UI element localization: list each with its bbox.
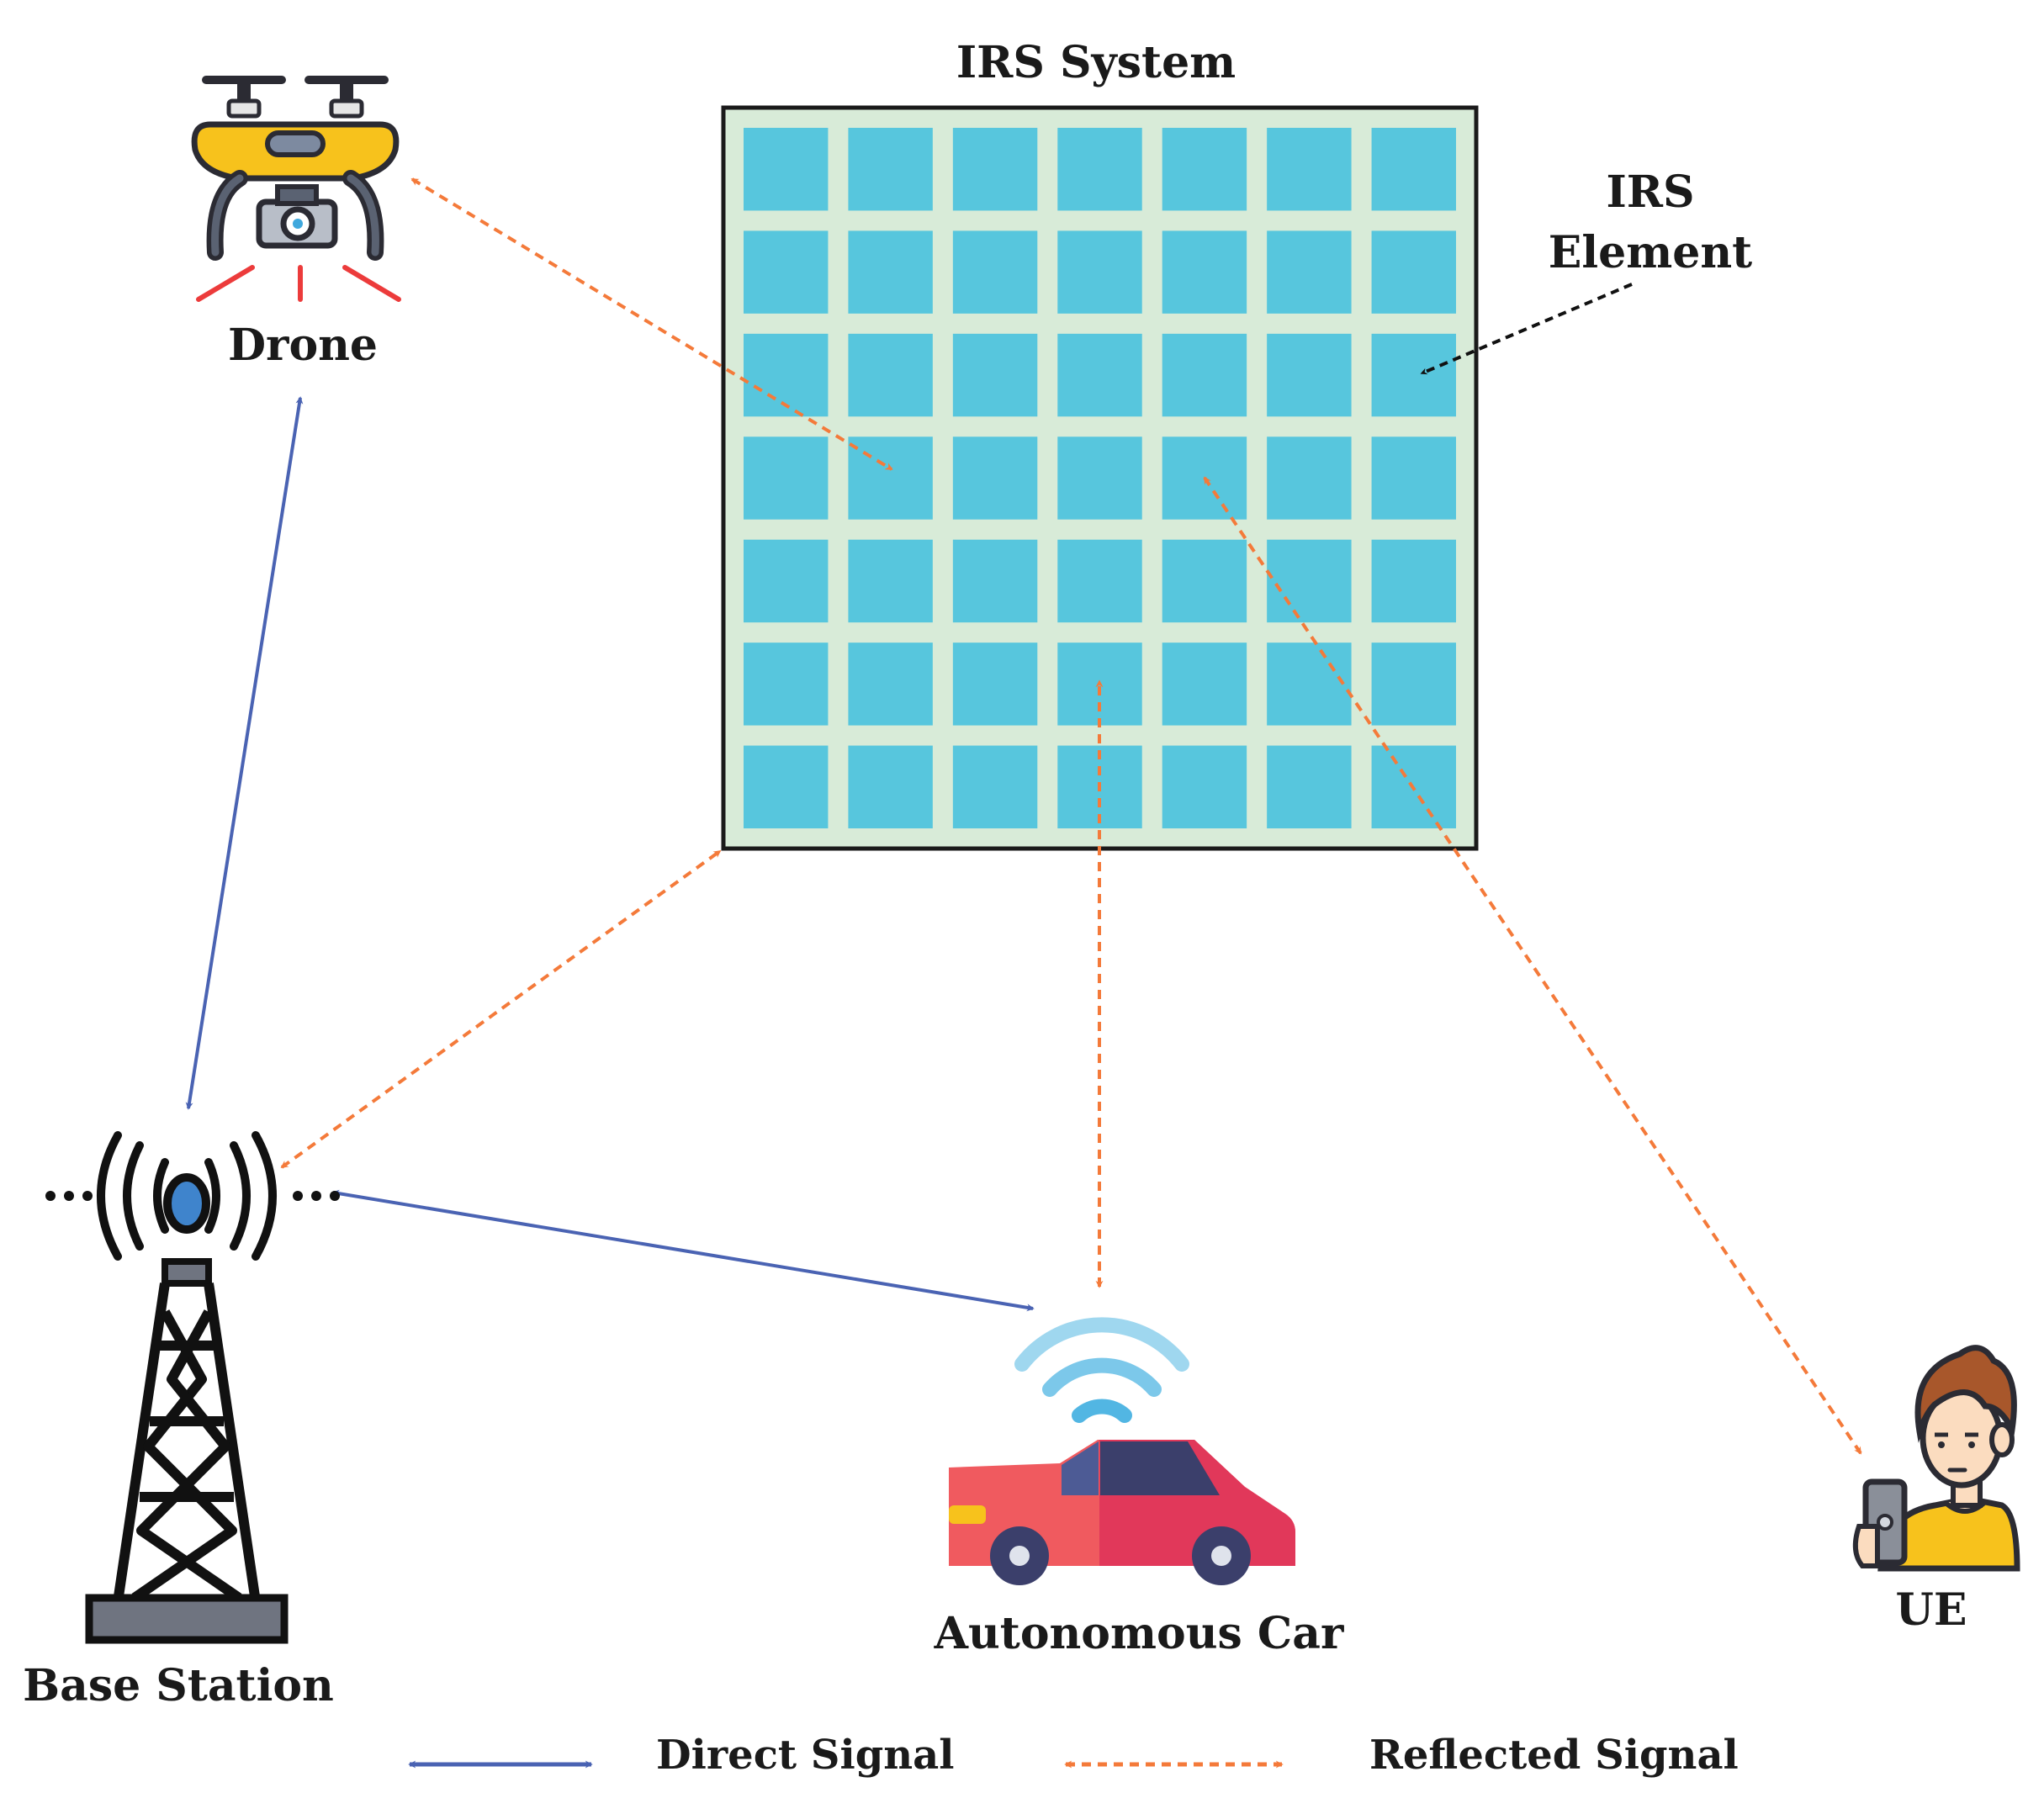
irs-element-cell xyxy=(952,643,1038,726)
irs-element-cell xyxy=(1162,230,1247,314)
autonomous-car-icon xyxy=(949,1317,1295,1585)
irs-system-title: IRS System xyxy=(956,37,1236,88)
irs-element-label-line2: Element xyxy=(1549,227,1752,278)
irs-element-pointer-arrow xyxy=(1420,283,1633,375)
irs-element-cell xyxy=(952,539,1038,623)
irs-element-cell xyxy=(1162,643,1247,726)
irs-element-cell xyxy=(744,643,829,726)
irs-element-label-line1: IRS xyxy=(1606,167,1694,218)
irs-element-cell xyxy=(744,745,829,828)
legend-reflected-signal-label: Reflected Signal xyxy=(1369,1732,1739,1779)
irs-element-cell xyxy=(1371,539,1456,623)
irs-element-cell xyxy=(1371,230,1456,314)
irs-element-cell xyxy=(848,128,933,211)
irs-element-cell xyxy=(952,436,1038,520)
base-station-tower-icon xyxy=(45,1131,340,1644)
irs-element-cell xyxy=(1371,333,1456,417)
irs-element-cell xyxy=(1267,230,1352,314)
reflected-signal-drone-irs xyxy=(410,177,893,471)
irs-element-cell xyxy=(1162,333,1247,417)
irs-element-cell xyxy=(1267,128,1352,211)
irs-element-cell xyxy=(1371,128,1456,211)
irs-element-cell xyxy=(952,745,1038,828)
irs-element-cell xyxy=(952,230,1038,314)
irs-element-cell xyxy=(1162,128,1247,211)
irs-element-cell xyxy=(1057,333,1142,417)
irs-element-cell xyxy=(952,128,1038,211)
irs-element-cell xyxy=(744,436,829,520)
irs-element-cell xyxy=(848,539,933,623)
ue-user-icon xyxy=(1852,1345,2020,1572)
irs-element-cell xyxy=(1267,745,1352,828)
irs-element-cell xyxy=(1267,539,1352,623)
irs-element-cell xyxy=(1267,333,1352,417)
direct-signal-base-station-car xyxy=(331,1189,1035,1312)
irs-element-cell xyxy=(1057,436,1142,520)
drone-icon xyxy=(191,76,401,302)
irs-element-cell xyxy=(1057,230,1142,314)
irs-element-cell xyxy=(1162,539,1247,623)
irs-element-cell xyxy=(1371,643,1456,726)
legend-direct-signal-label: Direct Signal xyxy=(656,1732,955,1779)
direct-signal-drone-base-station xyxy=(185,396,304,1110)
base-station-label: Base Station xyxy=(23,1660,334,1711)
irs-element-cell xyxy=(1371,436,1456,520)
irs-element-cell xyxy=(744,539,829,623)
reflected-signal-base-station-irs xyxy=(280,849,722,1169)
irs-element-cell xyxy=(848,643,933,726)
irs-element-cell xyxy=(1267,643,1352,726)
legend: Direct Signal Reflected Signal xyxy=(408,1732,1739,1779)
irs-element-cell xyxy=(952,333,1038,417)
irs-element-cell xyxy=(848,436,933,520)
irs-element-cell xyxy=(1267,436,1352,520)
ue-label: UE xyxy=(1896,1584,1967,1636)
irs-element-cell xyxy=(1057,539,1142,623)
irs-element-cell xyxy=(848,230,933,314)
irs-element-cell xyxy=(1057,643,1142,726)
reflected-signal-ue-irs xyxy=(1203,476,1862,1455)
drone-label: Drone xyxy=(228,320,378,371)
irs-element-cell xyxy=(848,333,933,417)
autonomous-car-label: Autonomous Car xyxy=(934,1608,1344,1659)
irs-element-cell xyxy=(848,745,933,828)
irs-element-cell xyxy=(744,128,829,211)
irs-element-cell xyxy=(744,230,829,314)
irs-element-cell xyxy=(1057,128,1142,211)
irs-element-cell xyxy=(1162,745,1247,828)
